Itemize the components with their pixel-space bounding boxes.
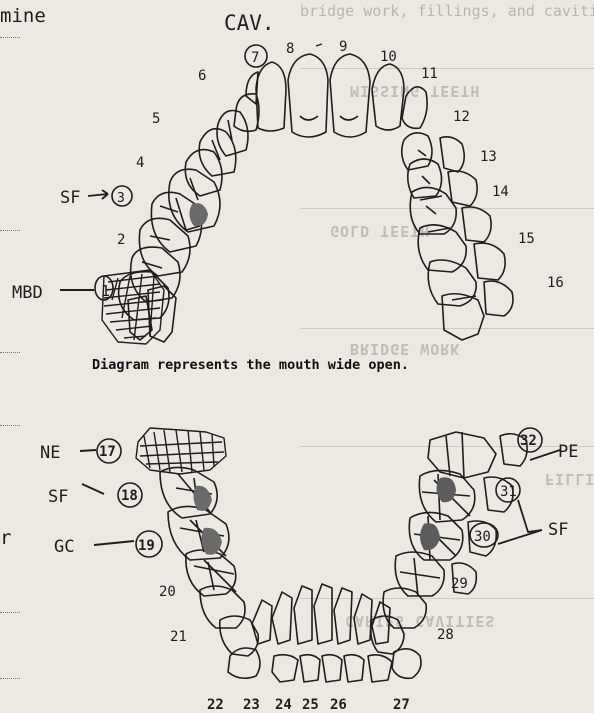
tooth-number: 10	[380, 49, 397, 65]
tooth-number: 31	[500, 484, 517, 500]
tooth-number: 17	[99, 444, 116, 460]
tooth-number: 30	[474, 529, 491, 545]
tooth-number: 24	[275, 697, 292, 713]
leader-line	[316, 44, 322, 46]
gc-label: GC	[54, 537, 74, 557]
tooth-number: 8	[286, 41, 294, 57]
upper-tooth-numbers: 1 2 3 4 5 6 7 8 9 10 11 12 13 14 15 16	[101, 39, 564, 300]
tooth-number: 5	[152, 111, 160, 127]
leader-line	[94, 541, 134, 545]
filling-mark	[420, 523, 440, 550]
tooth-number: 32	[520, 433, 537, 449]
tooth-number: 3	[117, 191, 125, 206]
tooth-number: 1	[101, 282, 110, 300]
cav-label: CAV.	[224, 11, 275, 35]
lower-tooth-numbers: 17 18 19 20 21 22 23 24 25 26 27 28 29 3…	[99, 433, 537, 713]
sf-label-lower-left: SF	[48, 487, 68, 507]
tooth-number: 23	[243, 697, 260, 713]
tooth-number: 4	[136, 155, 144, 171]
tooth-number: 6	[198, 68, 206, 84]
tooth-number: 29	[451, 576, 468, 592]
tooth-number: 15	[518, 231, 535, 247]
tooth-number: 18	[121, 488, 138, 504]
tooth-number: 9	[339, 39, 347, 55]
tooth-number: 27	[393, 697, 410, 713]
leader-line	[80, 450, 96, 451]
diagram-caption: Diagram represents the mouth wide open.	[92, 357, 409, 373]
mbd-label: MBD	[12, 283, 43, 303]
pe-label: PE	[558, 442, 578, 462]
sf-label-lower-right: SF	[548, 520, 568, 540]
tooth-number: 14	[492, 184, 509, 200]
ne-label: NE	[40, 443, 60, 463]
tooth-number: 12	[453, 109, 470, 125]
tooth-number: 21	[170, 629, 187, 645]
tooth-number: 26	[330, 697, 347, 713]
leader-line	[498, 500, 542, 544]
tooth-number: 7	[251, 50, 259, 66]
tooth-number: 19	[138, 538, 155, 554]
tooth-number: 22	[207, 697, 224, 713]
filling-mark	[189, 203, 208, 226]
filling-mark	[201, 528, 222, 555]
marking-labels: CAV. SF MBD NE SF GC PE SF	[12, 11, 578, 557]
tooth-number: 25	[302, 697, 319, 713]
tooth-number: 16	[547, 275, 564, 291]
leader-line	[88, 190, 108, 199]
tooth-number: 28	[437, 627, 454, 643]
sf-label-upper: SF	[60, 188, 80, 208]
tooth-number: 20	[159, 584, 176, 600]
tooth-number: 13	[480, 149, 497, 165]
tooth-number: 11	[421, 66, 438, 82]
leader-line	[82, 484, 104, 494]
upper-front-teeth	[234, 54, 427, 137]
tooth-number: 2	[117, 232, 125, 248]
